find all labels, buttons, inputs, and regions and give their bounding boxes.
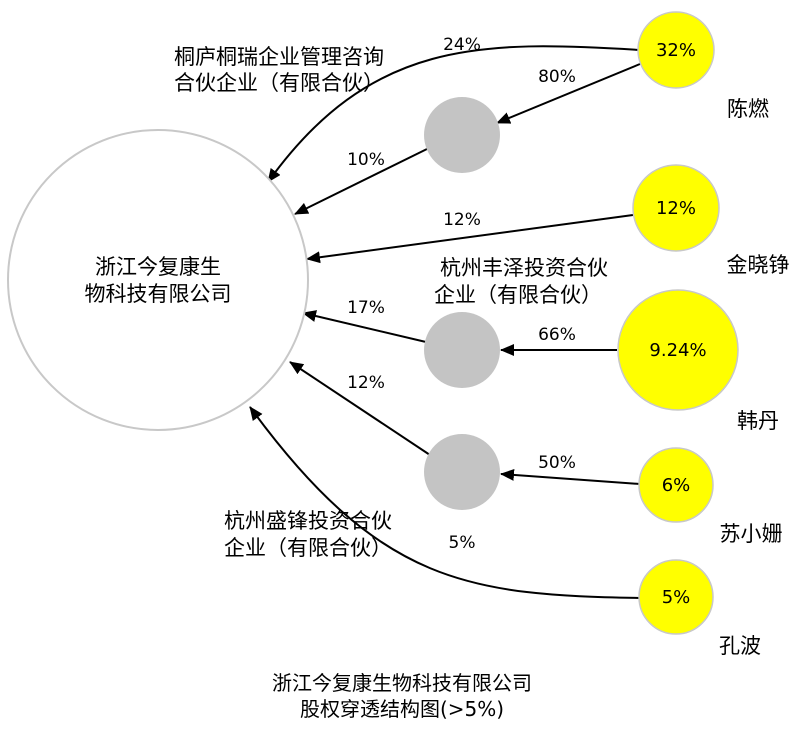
diagram-title-line2: 股权穿透结构图(>5%) — [300, 697, 504, 721]
shareholder-chenran-name: 陈燃 — [727, 97, 769, 121]
shareholder-kongbo-circle — [638, 559, 714, 635]
edge-label-kongbo-to-target: 5% — [449, 533, 476, 553]
intermediary-fengze-circle — [424, 312, 500, 388]
diagram-title-line1: 浙江今复康生物科技有限公司 — [272, 671, 532, 695]
intermediary-tonglu-name-line1: 桐庐桐瑞企业管理咨询 — [174, 45, 384, 69]
shareholder-suxiaoshan-circle — [638, 447, 714, 523]
shareholder-handan-name: 韩丹 — [737, 409, 779, 433]
edge-label-suxiaoshan-to-shengfeng: 50% — [538, 453, 576, 473]
intermediary-tonglu-name-line2: 合伙企业（有限合伙） — [174, 71, 384, 95]
shareholder-kongbo-name: 孔波 — [719, 634, 761, 658]
shareholder-jinxiaozheng-circle — [632, 164, 720, 252]
shareholder-kongbo-node: 5% 孔波 — [638, 559, 761, 658]
edge-tonglu-to-target — [294, 147, 430, 215]
target-company-name-line1: 浙江今复康生 — [95, 255, 221, 279]
target-company-node: 浙江今复康生 物科技有限公司 — [7, 129, 309, 431]
intermediary-shengfeng-name-line2: 企业（有限合伙） — [224, 536, 392, 560]
shareholder-chenran-circle — [637, 11, 715, 89]
intermediary-fengze-name-line1: 杭州丰泽投资合伙 — [440, 256, 608, 280]
edge-chenran-to-target — [267, 45, 641, 183]
shareholder-jinxiaozheng-pct: 12% — [656, 198, 696, 219]
edge-kongbo-to-target — [249, 406, 641, 599]
shareholder-handan-node: 9.24% 韩丹 — [617, 289, 779, 433]
target-company-circle — [7, 129, 309, 431]
shareholder-chenran-node: 32% 陈燃 — [637, 11, 769, 121]
shareholder-chenran-pct: 32% — [656, 40, 696, 61]
edge-fengze-to-target — [302, 310, 427, 343]
shareholder-jinxiaozheng-name: 金晓铮 — [727, 253, 790, 277]
shareholder-handan-pct: 9.24% — [649, 340, 706, 361]
edge-label-shengfeng-to-target: 12% — [347, 373, 385, 393]
edge-label-fengze-to-target: 17% — [347, 298, 385, 318]
shareholder-suxiaoshan-node: 6% 苏小姗 — [638, 447, 783, 546]
edge-suxiaoshan-to-shengfeng — [500, 468, 641, 485]
intermediary-shengfeng-name-line1: 杭州盛锋投资合伙 — [224, 509, 392, 533]
intermediary-shengfeng-node: 杭州盛锋投资合伙 企业（有限合伙） — [224, 434, 500, 560]
shareholder-handan-circle — [617, 289, 739, 411]
edge-shengfeng-to-target — [289, 361, 431, 456]
shareholder-jinxiaozheng-node: 12% 金晓铮 — [632, 164, 790, 277]
target-company-name-line2: 物科技有限公司 — [85, 282, 232, 306]
intermediary-shengfeng-circle — [424, 434, 500, 510]
intermediary-fengze-name-line2: 企业（有限合伙） — [434, 283, 602, 307]
edge-label-chenran-to-target: 24% — [443, 35, 481, 55]
shareholder-kongbo-pct: 5% — [662, 587, 691, 608]
edge-jinxiaozheng-to-target — [306, 214, 634, 264]
edge-chenran-to-tonglu — [496, 63, 641, 124]
intermediary-tonglu-node: 桐庐桐瑞企业管理咨询 合伙企业（有限合伙） — [174, 45, 500, 173]
edge-label-jinxiaozheng-to-target: 12% — [443, 210, 481, 230]
intermediary-fengze-node: 杭州丰泽投资合伙 企业（有限合伙） — [424, 256, 608, 388]
edge-label-chenran-to-tonglu: 80% — [538, 67, 576, 87]
shareholder-suxiaoshan-name: 苏小姗 — [720, 522, 783, 546]
intermediary-tonglu-circle — [424, 97, 500, 173]
shareholder-suxiaoshan-pct: 6% — [662, 475, 691, 496]
edge-label-tonglu-to-target: 10% — [347, 150, 385, 170]
edge-label-handan-to-fengze: 66% — [538, 325, 576, 345]
